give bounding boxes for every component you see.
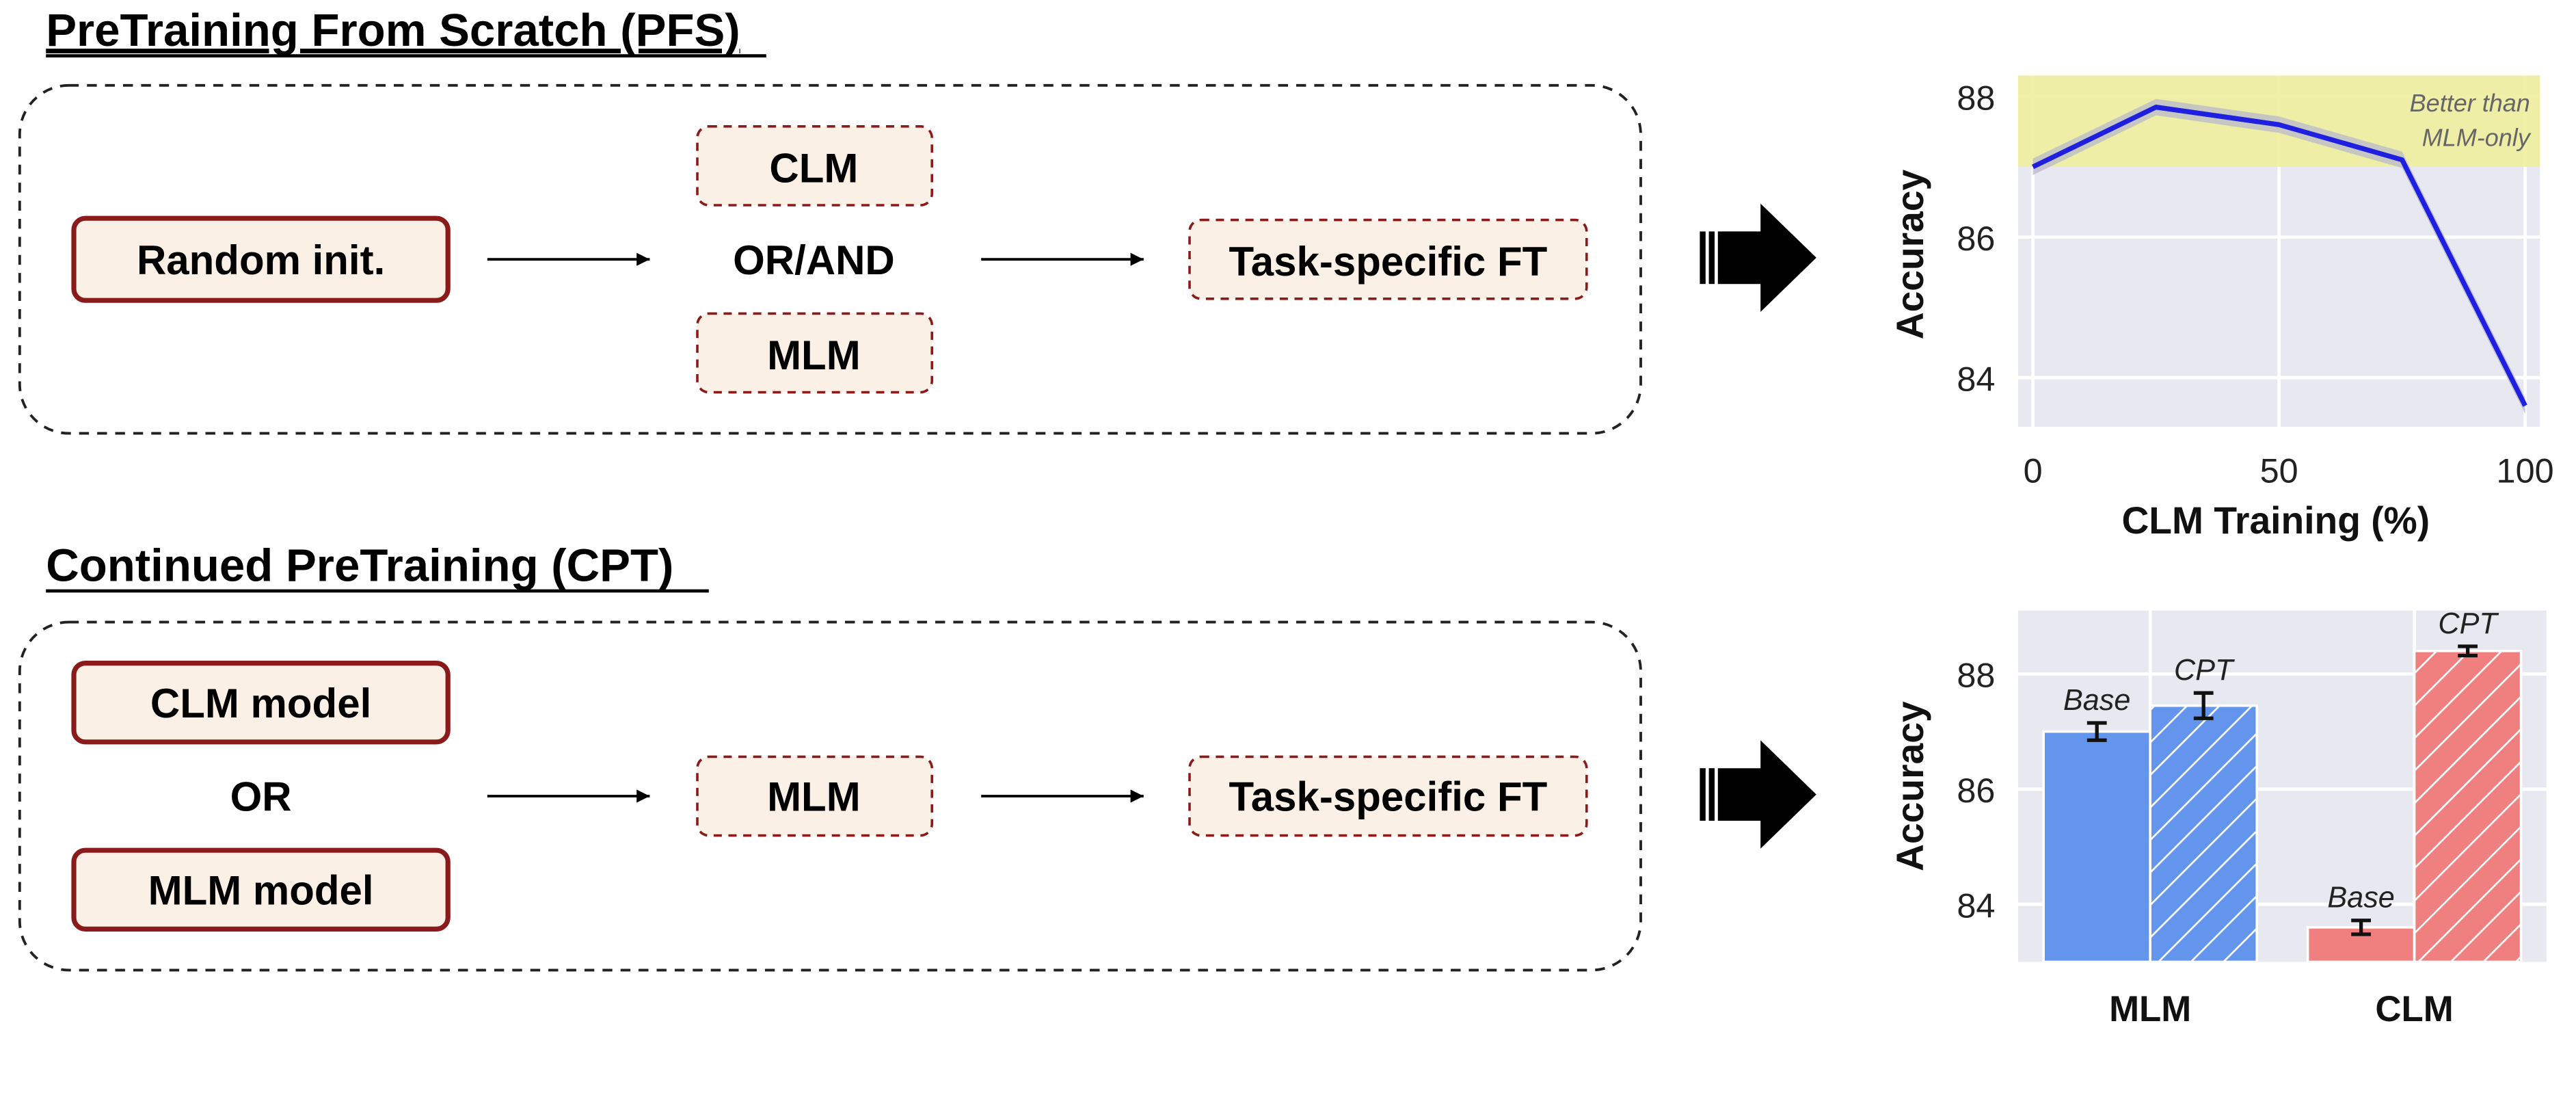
cpt-mlm-model-box: MLM model <box>71 847 451 932</box>
cpt-or-label: OR <box>230 774 292 820</box>
bar-value-label: CPT <box>2438 607 2499 640</box>
cpt-task-ft-box: Task-specific FT <box>1188 755 1588 837</box>
cpt-mlm-model-label: MLM model <box>148 867 374 913</box>
pfs-random-init-box: Random init. <box>71 215 451 303</box>
bar-chart-y-ticks: 84 86 88 <box>1957 656 1995 925</box>
cpt-clm-model-box: CLM model <box>71 661 451 745</box>
line-chart-x-label: CLM Training (%) <box>2121 499 2430 542</box>
pfs-or-and-label: OR/AND <box>733 237 895 283</box>
bar-chart-bars: Base CPT Base CPT <box>2042 607 2523 964</box>
line-chart-y-ticks: 84 86 88 <box>1957 78 1995 398</box>
pfs-clm-box: CLM <box>696 125 933 207</box>
annotation-line: MLM-only <box>2422 124 2532 152</box>
pfs-container <box>18 83 1642 435</box>
cpt-mlm-box: MLM <box>696 755 933 837</box>
bar-chart: Base CPT Base CPT 84 86 88 MLM CLM Accuracy <box>1889 607 2547 1029</box>
pfs-task-ft-box: Task-specific FT <box>1188 218 1588 300</box>
pfs-task-ft-label: Task-specific FT <box>1229 239 1548 285</box>
pfs-clm-label: CLM <box>769 145 858 191</box>
line-chart-y-tick-label: 88 <box>1957 78 1995 117</box>
cpt-big-arrow-icon <box>1700 740 1816 849</box>
bar-chart-category-label: CLM <box>2375 989 2453 1029</box>
bar-value-label: Base <box>2063 684 2130 717</box>
line-chart-y-tick-label: 84 <box>1957 359 1995 398</box>
pfs-mlm-box: MLM <box>696 312 933 394</box>
cpt-title: Continued PreTraining (CPT) <box>46 540 673 592</box>
cpt-mlm-label: MLM <box>767 774 861 820</box>
line-chart-x-ticks: 0 50 100 <box>2024 451 2554 490</box>
bar-hatch <box>2414 650 2521 962</box>
cpt-task-ft-label: Task-specific FT <box>1229 774 1548 820</box>
bar-hatch <box>2150 705 2257 962</box>
bar-chart-y-tick-label: 84 <box>1957 886 1995 925</box>
bar-chart-x-ticks: MLM CLM <box>2109 989 2454 1029</box>
annotation-line: Better than <box>2410 89 2530 117</box>
line-chart-x-tick-label: 50 <box>2260 451 2298 490</box>
cpt-clm-model-label: CLM model <box>150 681 371 726</box>
line-chart-x-tick-label: 100 <box>2497 451 2554 490</box>
bar-chart-y-tick-label: 86 <box>1957 771 1995 810</box>
line-chart-x-tick-label: 0 <box>2024 451 2043 490</box>
pfs-title: PreTraining From Scratch (PFS) <box>46 5 740 56</box>
bar-chart-category-label: MLM <box>2109 989 2191 1029</box>
bar-value-label: Base <box>2327 882 2394 914</box>
line-chart-y-label: Accuracy <box>1889 169 1931 339</box>
accuracy-line <box>2032 105 2527 407</box>
pfs-mlm-label: MLM <box>767 332 861 378</box>
bar-chart-y-label: Accuracy <box>1889 701 1931 871</box>
pfs-random-init-label: Random init. <box>137 237 385 283</box>
cpt-container <box>18 620 1642 972</box>
bar-value-label: CPT <box>2174 654 2235 687</box>
pfs-big-arrow-icon <box>1700 203 1816 312</box>
bar-chart-y-tick-label: 88 <box>1957 656 1995 695</box>
line-chart-y-tick-label: 86 <box>1957 219 1995 258</box>
bar-mlm-base <box>2042 730 2151 964</box>
